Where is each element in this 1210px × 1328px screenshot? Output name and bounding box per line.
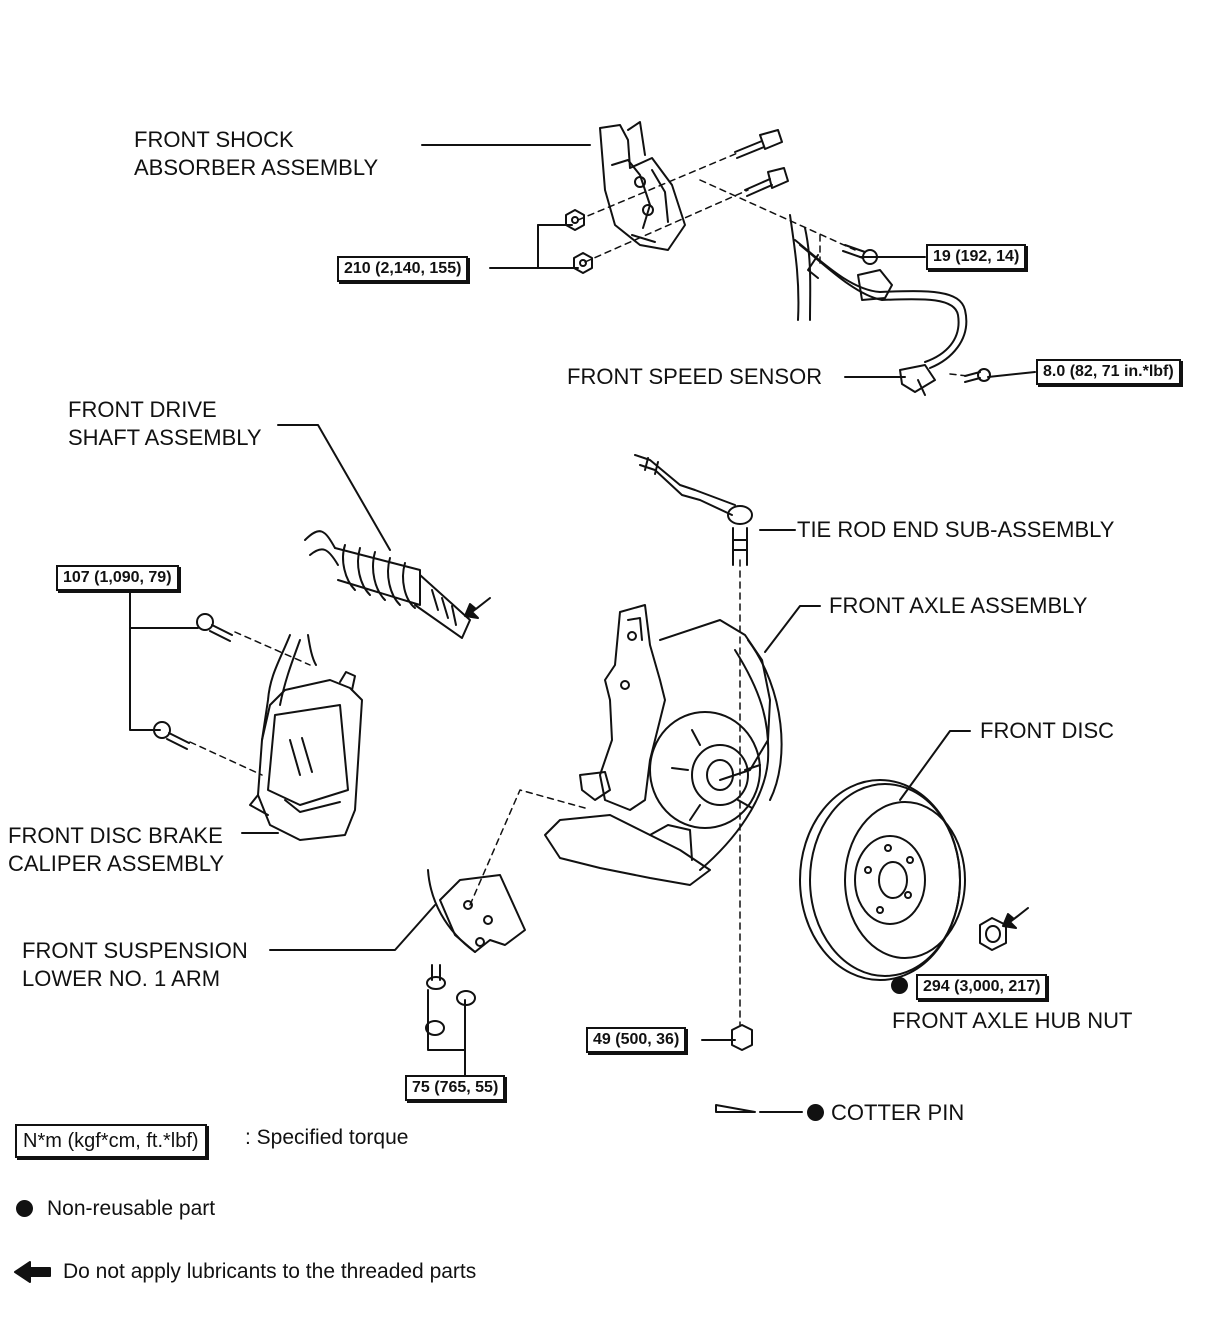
nonreusable-dot-hub-nut — [891, 977, 908, 994]
lubricant-arrow-icon — [14, 1261, 51, 1283]
nonreusable-dot-cotter-pin — [807, 1104, 824, 1121]
legend-nonreusable-desc: Non-reusable part — [47, 1197, 216, 1220]
leader-lines — [129, 144, 1036, 1113]
legend-nonreusable-dot — [16, 1200, 33, 1217]
torque-caliper-bolts: 107 (1,090, 79) — [56, 565, 179, 591]
tie-rod-end — [634, 454, 753, 566]
label-shock-line1: FRONT SHOCK — [134, 127, 294, 152]
axle-knuckle-hub — [544, 604, 783, 886]
tie-rod-nut — [731, 1024, 753, 1051]
front-disc — [799, 779, 966, 981]
label-axle: FRONT AXLE ASSEMBLY — [829, 593, 1088, 618]
assembly-dashed-lines — [189, 151, 969, 1026]
sensor-bolts — [842, 244, 991, 383]
label-caliper-line2: CALIPER ASSEMBLY — [8, 851, 225, 876]
label-tie-rod: TIE ROD END SUB-ASSEMBLY — [797, 517, 1115, 542]
caliper-assembly — [249, 634, 363, 841]
torque-shock-nuts: 210 (2,140, 155) — [337, 256, 469, 282]
lower-arm-bolts — [425, 964, 476, 1036]
torque-sensor-bolt: 8.0 (82, 71 in.*lbf) — [1036, 359, 1181, 385]
label-lower-arm-line2: LOWER NO. 1 ARM — [22, 966, 221, 991]
label-lower-arm-line1: FRONT SUSPENSION — [22, 938, 248, 963]
speed-sensor-harness — [789, 214, 968, 396]
legend-arrow-desc: Do not apply lubricants to the threaded … — [63, 1260, 477, 1283]
legend-torque-box: N*m (kgf*cm, ft.*lbf) — [15, 1124, 207, 1158]
torque-lower-arm-bolts: 75 (765, 55) — [405, 1075, 506, 1101]
torque-hub-nut: 294 (3,000, 217) — [916, 974, 1048, 1000]
hub-nut — [979, 907, 1029, 951]
label-drive-shaft-line1: FRONT DRIVE — [68, 397, 217, 422]
cotter-pin — [715, 1104, 756, 1113]
label-disc: FRONT DISC — [980, 718, 1115, 743]
label-hub-nut: FRONT AXLE HUB NUT — [892, 1008, 1133, 1033]
label-speed-sensor: FRONT SPEED SENSOR — [567, 364, 823, 389]
label-caliper-line1: FRONT DISC BRAKE — [8, 823, 223, 848]
torque-sensor-bracket: 19 (192, 14) — [926, 244, 1027, 270]
label-shock-line2: ABSORBER ASSEMBLY — [134, 155, 379, 180]
shock-absorber-bracket — [599, 121, 686, 251]
drive-shaft — [304, 530, 491, 639]
caliper-bolts — [153, 613, 233, 750]
legend-torque-desc: : Specified torque — [245, 1126, 409, 1149]
label-drive-shaft-line2: SHAFT ASSEMBLY — [68, 425, 262, 450]
torque-tie-rod-nut: 49 (500, 36) — [586, 1027, 687, 1053]
shock-bolts — [734, 129, 789, 197]
label-cotter-pin: COTTER PIN — [831, 1100, 965, 1125]
lower-arm — [427, 869, 526, 953]
shock-nuts — [565, 209, 593, 274]
